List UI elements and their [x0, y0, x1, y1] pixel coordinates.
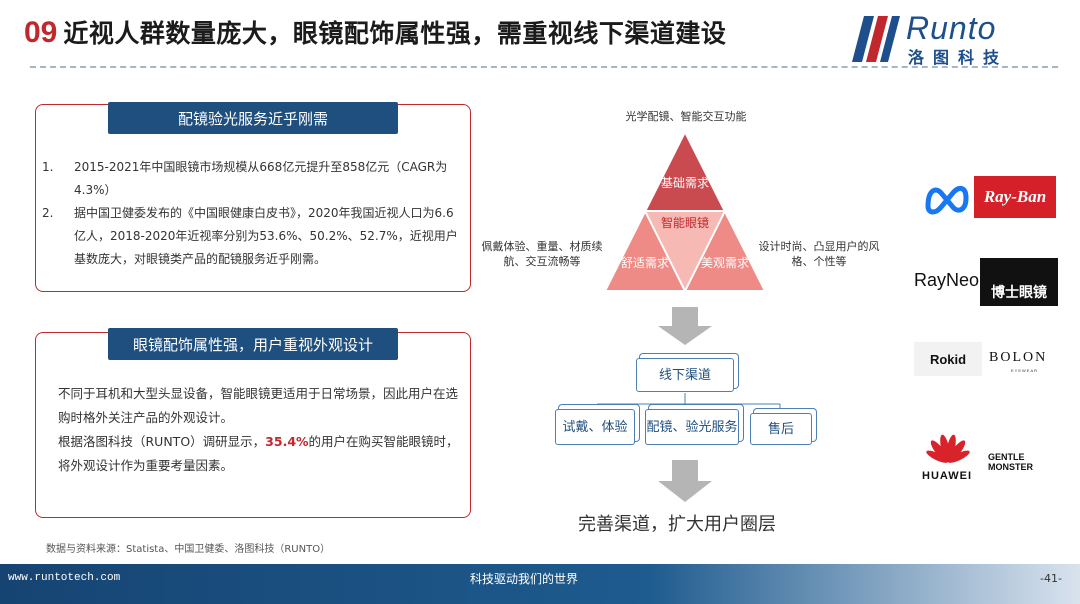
channel-child-box: 售后 — [750, 413, 812, 445]
triangle-center-piece — [645, 211, 725, 291]
triangle-top-piece — [645, 132, 725, 211]
highlight-percentage: 35.4% — [265, 434, 309, 449]
top-need-label: 光学配镜、智能交互功能 — [625, 110, 747, 123]
down-arrow-icon — [658, 460, 712, 502]
market-facts-list: 1. 2015-2021年中国眼镜市场规模从668亿元提升至858亿元（CAGR… — [42, 156, 462, 271]
rokid-text: Rokid — [929, 351, 967, 367]
triangle-right-piece — [685, 211, 765, 291]
logo-wordmark: Runto — [906, 10, 997, 46]
data-source: 数据与资料来源：Statista、中国卫健委、洛图科技（RUNTO） — [46, 544, 331, 555]
footer-url: www.runtotech.com — [8, 572, 121, 584]
bolon-sub-text: EYEWEAR — [1011, 368, 1039, 373]
rayban-badge: Ray-Ban — [974, 176, 1056, 218]
logo-chinese: 洛图科技 — [908, 48, 1009, 67]
triangle-center-fill — [643, 210, 727, 294]
rokid-badge: Rokid — [914, 342, 982, 376]
para2-suffix: 的用户在购买智能眼镜时，将外观设计作为重要考量因素。 — [58, 434, 459, 473]
page-number: -41- — [1040, 572, 1062, 585]
runto-logo: Runto 洛图科技 — [848, 10, 1056, 67]
bolon-text: BOLON — [989, 350, 1048, 365]
footer-slogan: 科技驱动我们的世界 — [470, 572, 579, 586]
footer-bar: www.runtotech.com 科技驱动我们的世界 -41- — [0, 564, 1080, 604]
section-number: 09 — [24, 16, 58, 49]
design-paragraph: 不同于耳机和大型头显设备，智能眼镜更适用于日常场景，因此用户在选购时格外关注产品… — [58, 382, 462, 478]
huawei-flower-icon — [926, 434, 970, 463]
list-item: 1. 2015-2021年中国眼镜市场规模从668亿元提升至858亿元（CAGR… — [42, 156, 462, 202]
tri-right-text: 美观需求 — [700, 256, 749, 270]
title-text: 近视人群数量庞大，眼镜配饰属性强，需重视线下渠道建设 — [63, 19, 727, 48]
card-design-attribute — [35, 332, 471, 518]
runto-mark-icon — [852, 16, 900, 62]
result-statement: 完善渠道，扩大用户圈层 — [578, 514, 776, 535]
channel-child-box: 试戴、体验 — [555, 409, 635, 445]
list-text: 据中国卫健委发布的《中国眼健康白皮书》，2020年我国近视人口为6.6亿人，20… — [74, 206, 458, 266]
huawei-text: HUAWEI — [922, 470, 972, 482]
card-fitting-service — [35, 104, 471, 292]
triangle-outline — [603, 129, 767, 292]
triangle-left-piece — [605, 211, 685, 291]
page-title: 09 近视人群数量庞大，眼镜配饰属性强，需重视线下渠道建设 — [24, 14, 726, 58]
left-need-label: 佩戴体验、重量、材质续航、交互流畅等 — [481, 240, 603, 268]
meta-rayban-logo: Ray-Ban — [918, 176, 1058, 220]
title-divider — [30, 66, 1058, 68]
list-text: 2015-2021年中国眼镜市场规模从668亿元提升至858亿元（CAGR为4.… — [74, 160, 448, 197]
gentle-monster-text: GENTLE MONSTER — [988, 452, 1033, 472]
boshi-badge: 博士眼镜 — [980, 258, 1058, 306]
design-paragraph-1: 不同于耳机和大型头显设备，智能眼镜更适用于日常场景，因此用户在选购时格外关注产品… — [58, 386, 459, 425]
list-index: 2. — [42, 206, 54, 220]
rokid-bolon-logo: Rokid BOLON EYEWEAR — [914, 342, 1058, 378]
rayneo-boshi-logo: RayNeo 博士眼镜 — [912, 258, 1058, 306]
down-arrow-icon — [658, 307, 712, 345]
list-item: 2. 据中国卫健委发布的《中国眼健康白皮书》，2020年我国近视人口为6.6亿人… — [42, 202, 462, 271]
tri-center-text: 智能眼镜 — [660, 216, 709, 230]
card-design-attribute-tag: 眼镜配饰属性强，用户重视外观设计 — [108, 328, 398, 360]
rayban-text: Ray-Ban — [983, 187, 1047, 206]
tri-top-text: 基础需求 — [660, 176, 709, 190]
channel-root-box: 线下渠道 — [636, 358, 734, 392]
huawei-gentle-logo: HUAWEI GENTLE MONSTER — [920, 430, 1060, 484]
meta-logo-icon — [925, 186, 969, 215]
channel-child-box: 配镜、验光服务 — [645, 409, 739, 445]
card-fitting-service-tag: 配镜验光服务近乎刚需 — [108, 102, 398, 134]
design-paragraph-2: 根据洛图科技（RUNTO）调研显示，35.4%的用户在购买智能眼镜时，将外观设计… — [58, 430, 462, 478]
rayneo-text: RayNeo — [914, 270, 980, 290]
para2-prefix: 根据洛图科技（RUNTO）调研显示， — [58, 434, 266, 449]
list-index: 1. — [42, 160, 54, 174]
boshi-text: 博士眼镜 — [991, 285, 1047, 301]
right-need-label: 设计时尚、凸显用户的风格、个性等 — [758, 240, 880, 268]
tri-left-text: 舒适需求 — [620, 256, 669, 270]
